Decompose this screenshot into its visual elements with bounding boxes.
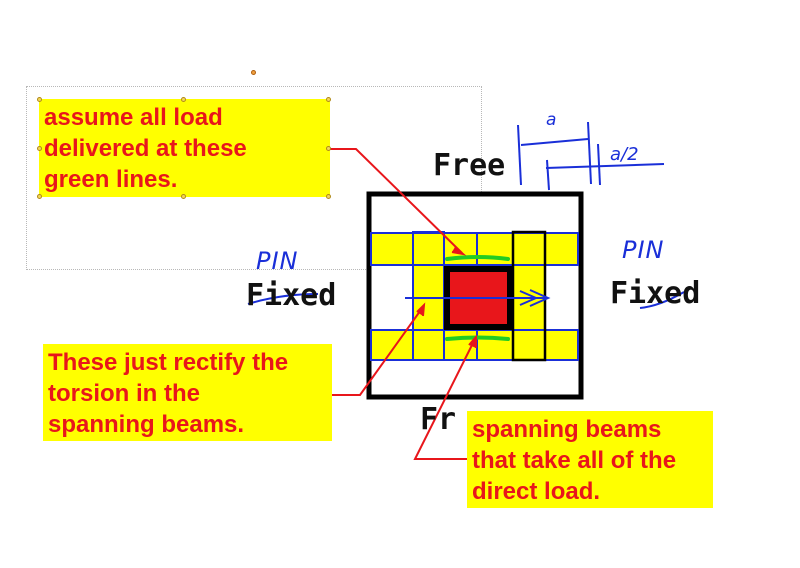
arrow-to-torsion-beam (332, 306, 424, 396)
resize-handle[interactable] (326, 194, 331, 199)
callout-arrows (330, 148, 477, 460)
callout-line: direct load. (472, 478, 601, 505)
resize-handle[interactable] (326, 146, 331, 151)
green-load-line-bottom (445, 335, 510, 341)
resize-handle[interactable] (326, 97, 331, 102)
fixed-strikethroughs (247, 291, 685, 309)
left-beam-column (412, 264, 445, 331)
callout-line: assume all load (44, 104, 223, 131)
resize-handle[interactable] (37, 97, 42, 102)
callout-torsion[interactable]: These just rectify the torsion in the sp… (43, 344, 332, 441)
callout-line: green lines. (44, 166, 178, 193)
span-arrow (405, 289, 551, 307)
dimension-marks (517, 121, 665, 191)
dim-a-label: a (546, 110, 557, 130)
callout-load-delivery[interactable]: assume all load delivered at these green… (39, 99, 330, 197)
resize-handle[interactable] (181, 97, 186, 102)
callout-line: These just rectify the (48, 349, 289, 376)
selection-frame (26, 86, 482, 270)
callout-line: delivered at these (44, 135, 247, 162)
right-pin-label: PIN (622, 236, 665, 264)
resize-handle[interactable] (37, 146, 42, 151)
edge-label-bottom: Fr (420, 402, 457, 437)
arrow-to-green-line (330, 148, 463, 254)
edge-label-left: Fixed (246, 278, 337, 313)
callout-line: spanning beams. (48, 411, 245, 438)
top-beam-strip (370, 232, 579, 266)
bottom-beam-strip (370, 329, 579, 361)
arrow-to-spanning-beam (413, 338, 476, 460)
callout-line: that take all of the (472, 447, 677, 474)
dim-a-half-label: a/2 (610, 144, 639, 165)
callout-line: torsion in the (48, 380, 200, 407)
rotate-handle[interactable] (251, 70, 256, 75)
resize-handle[interactable] (37, 194, 42, 199)
callout-spanning-beams[interactable]: spanning beams that take all of the dire… (467, 411, 713, 508)
callout-line: spanning beams (472, 416, 662, 443)
resize-handle[interactable] (181, 194, 186, 199)
left-pin-label: PIN (256, 247, 299, 275)
edge-label-top: Free (433, 148, 506, 183)
green-load-line-top (445, 255, 510, 261)
edge-label-right: Fixed (610, 276, 701, 311)
